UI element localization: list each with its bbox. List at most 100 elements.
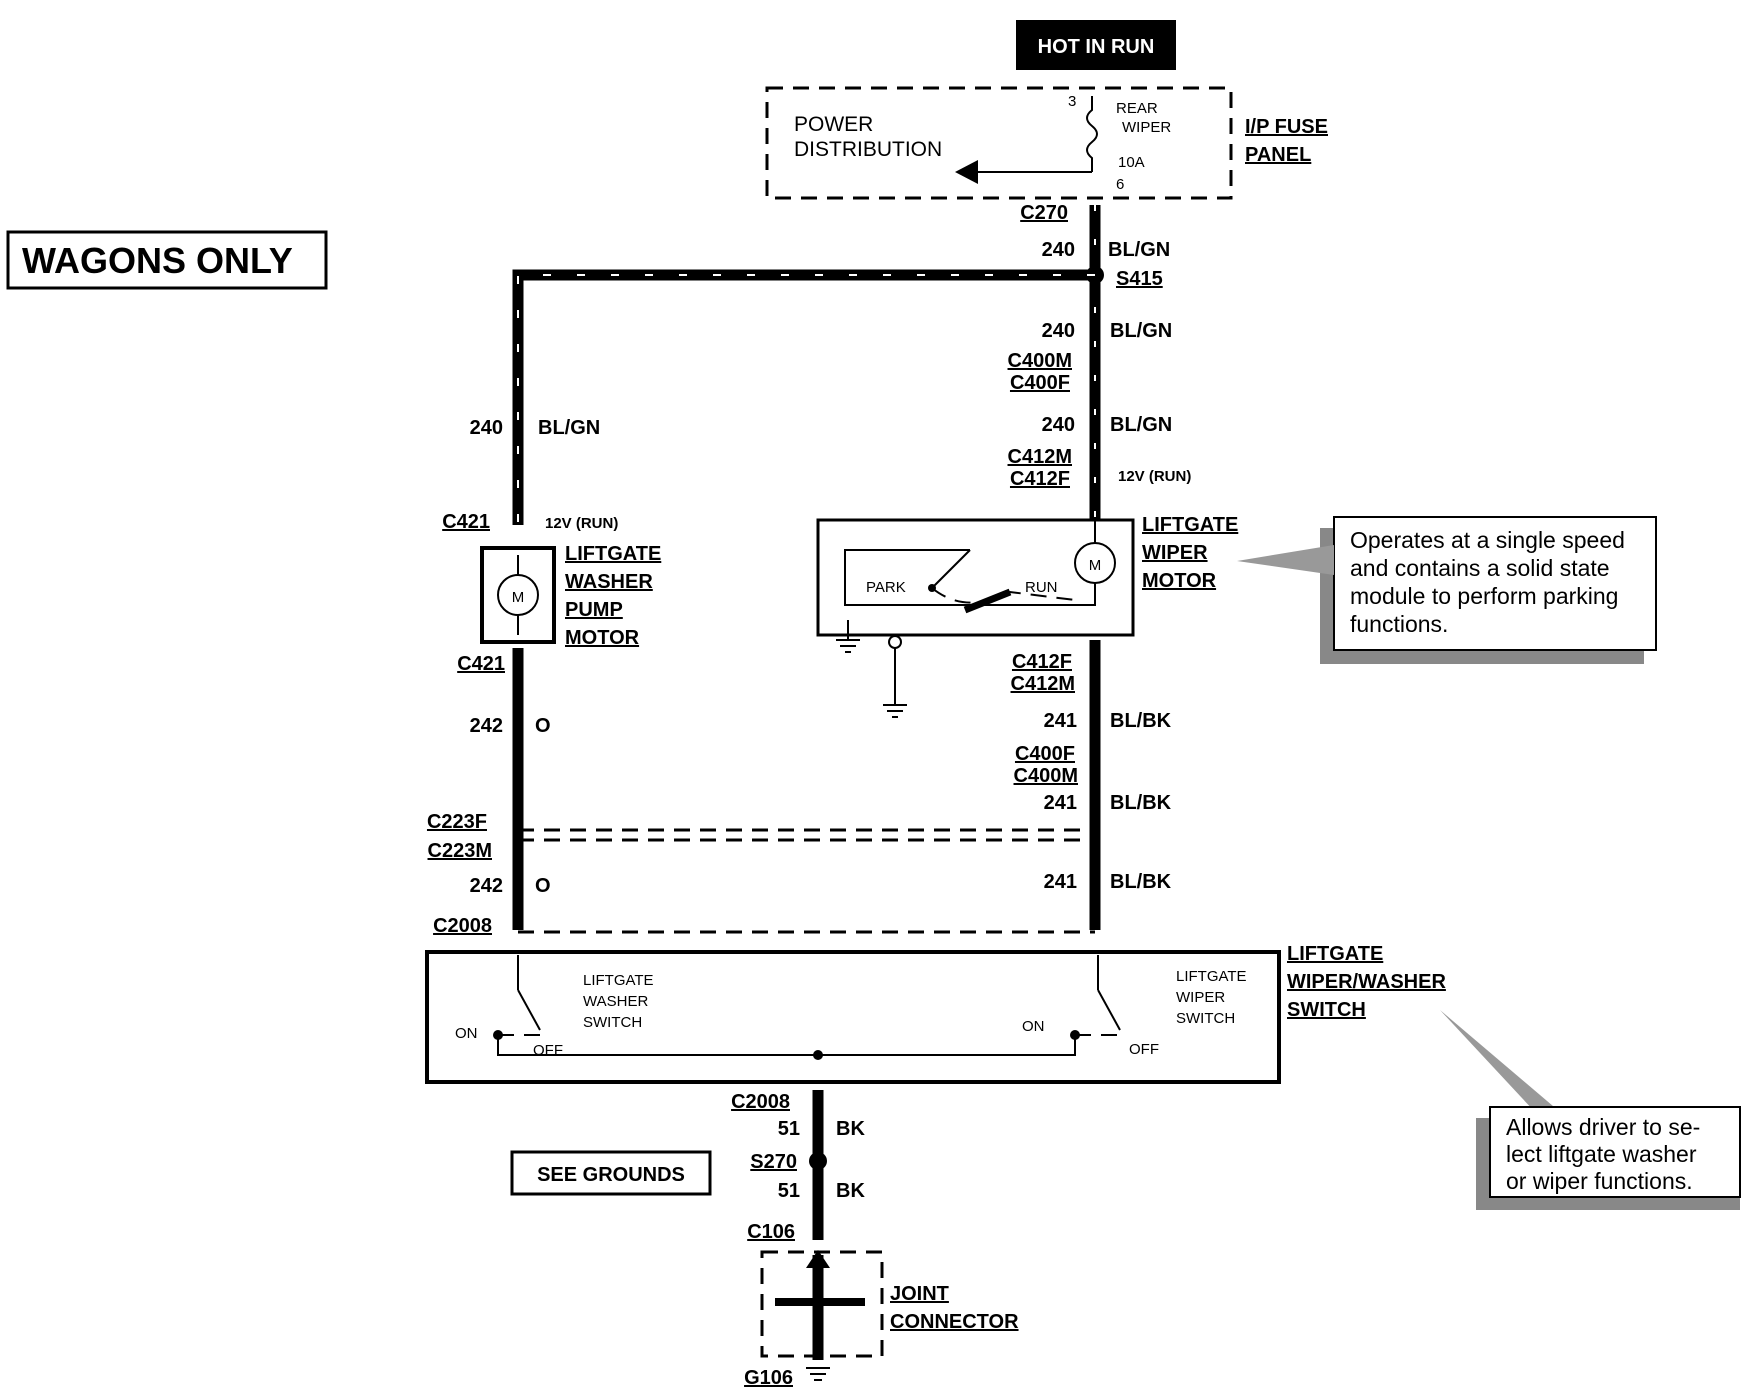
wire-241-2-number: 241 — [1044, 792, 1077, 814]
wiper-switch-off: OFF — [1129, 1041, 1159, 1058]
wiper-park-label: PARK — [866, 579, 906, 596]
wiper-switch-on: ON — [1022, 1018, 1045, 1035]
connector-c400m: C400M — [1008, 350, 1072, 372]
wiper-switch-label-1: LIFTGATE — [1176, 968, 1247, 985]
power-distribution-label-1: POWER — [794, 113, 873, 136]
splice-s270 — [809, 1152, 827, 1170]
fuse-symbol — [1086, 96, 1098, 172]
joint-connector-arrow — [806, 1250, 830, 1268]
wiper-washer-switch-box — [425, 950, 1281, 1084]
washer-motor-title-4: MOTOR — [565, 627, 640, 649]
wire-51-2-number: 51 — [778, 1180, 800, 1202]
wiper-run-label: RUN — [1025, 579, 1058, 596]
switch-common-bus — [497, 1035, 1076, 1056]
wire-240-2-color: BL/GN — [1110, 320, 1172, 342]
power-distribution-arrow — [955, 160, 978, 184]
switch-note-box — [1489, 1106, 1741, 1198]
wire-240-left-color: BL/GN — [538, 417, 600, 439]
wire-241-1-number: 241 — [1044, 710, 1077, 732]
wiper-note-line-4: functions. — [1350, 611, 1448, 637]
connector-c2008-bottom: C2008 — [731, 1091, 790, 1113]
switch-note-line-3: or wiper functions. — [1506, 1168, 1693, 1194]
connector-c2008-top: C2008 — [433, 915, 492, 937]
washer-switch-on: ON — [455, 1025, 478, 1042]
washer-switch-label-1: LIFTGATE — [583, 972, 654, 989]
connector-c223f: C223F — [427, 811, 487, 833]
switch-note-line-1: Allows driver to se- — [1506, 1114, 1700, 1140]
switch-title-1: LIFTGATE — [1287, 943, 1383, 965]
wiper-case-ground-point — [888, 635, 902, 649]
ground-g106-label: G106 — [744, 1367, 793, 1389]
wire-242-2-number: 242 — [470, 875, 503, 897]
wagons-only-box — [6, 230, 328, 290]
connector-c223m: C223M — [428, 840, 492, 862]
wire-240-3-color: BL/GN — [1110, 414, 1172, 436]
see-grounds-label[interactable]: SEE GROUNDS — [537, 1164, 685, 1186]
wiper-note-line-1: Operates at a single speed — [1350, 527, 1625, 553]
washer-switch-label-2: WASHER — [583, 993, 648, 1010]
fuse-panel-box — [765, 86, 1233, 200]
wiper-motor-title-1: LIFTGATE — [1142, 514, 1238, 536]
wiper-motor-park-circuit — [844, 549, 1096, 606]
joint-connector-title-2: CONNECTOR — [890, 1311, 1019, 1333]
wire-242-1-color: O — [535, 715, 551, 737]
wiper-note-box — [1333, 516, 1657, 651]
switch-note-line-2: lect liftgate washer — [1506, 1141, 1697, 1167]
run-12v-right: 12V (RUN) — [1118, 468, 1191, 485]
connector-c270: C270 — [1020, 202, 1068, 224]
splice-s415-label: S415 — [1116, 268, 1163, 290]
wiper-motor-box — [816, 518, 1135, 637]
wire-241-1-color: BL/BK — [1110, 710, 1172, 732]
wiper-note-line-3: module to perform parking — [1350, 583, 1618, 609]
wire-241-3-number: 241 — [1044, 871, 1077, 893]
fuse-panel-title-2: PANEL — [1245, 144, 1311, 166]
wiper-run-contact — [963, 588, 1012, 614]
wiper-motor-m: M — [1089, 557, 1102, 574]
wire-240-left-branch — [512, 269, 1095, 525]
washer-motor-m: M — [512, 589, 525, 606]
wire-51-1-number: 51 — [778, 1118, 800, 1140]
washer-switch-off: OFF — [533, 1042, 563, 1059]
hot-in-run-badge — [1016, 20, 1176, 70]
splice-s270-label: S270 — [750, 1151, 797, 1173]
connector-c412m-b: C412M — [1011, 673, 1075, 695]
switch-title-2: WIPER/WASHER — [1287, 971, 1446, 993]
power-distribution-label-2: DISTRIBUTION — [794, 138, 942, 161]
connector-c400m-b: C400M — [1014, 765, 1078, 787]
run-12v-left: 12V (RUN) — [545, 515, 618, 532]
hot-in-run-label: HOT IN RUN — [1038, 36, 1155, 58]
fuse-pin-bottom: 6 — [1116, 176, 1124, 193]
wire-51-2-color: BK — [836, 1180, 865, 1202]
connector-c106: C106 — [747, 1221, 795, 1243]
wire-240-1-number: 240 — [1042, 239, 1075, 261]
connector-c421-bottom: C421 — [457, 653, 505, 675]
connector-c412f: C412F — [1010, 468, 1070, 490]
wiper-switch-label-2: WIPER — [1176, 989, 1225, 1006]
wire-240-left-number: 240 — [470, 417, 503, 439]
fuse-pin-top: 3 — [1068, 93, 1076, 110]
wire-242-1-number: 242 — [470, 715, 503, 737]
fuse-rating: 10A — [1118, 154, 1145, 171]
wiper-note-pointer — [1237, 545, 1334, 575]
switch-note-pointer — [1440, 1010, 1560, 1112]
washer-switch-blade — [517, 989, 541, 1031]
connector-c412m: C412M — [1008, 446, 1072, 468]
washer-motor-title-2: WASHER — [565, 571, 653, 593]
washer-motor-title-1: LIFTGATE — [565, 543, 661, 565]
washer-motor-title-3: PUMP — [565, 599, 623, 621]
connector-c412f-b: C412F — [1012, 651, 1072, 673]
wire-51-1-color: BK — [836, 1118, 865, 1140]
wire-240-left-stripe — [517, 274, 1095, 525]
fuse-panel-title-1: I/P FUSE — [1245, 116, 1328, 138]
wiper-switch-blade — [1097, 989, 1121, 1031]
connector-c400f: C400F — [1010, 372, 1070, 394]
wiper-switch-label-3: SWITCH — [1176, 1010, 1235, 1027]
connector-c421-top: C421 — [442, 511, 490, 533]
joint-connector-title-1: JOINT — [890, 1283, 949, 1305]
see-grounds-box[interactable] — [510, 1150, 712, 1196]
wire-241-2-color: BL/BK — [1110, 792, 1172, 814]
wiper-note-line-2: and contains a solid state — [1350, 555, 1610, 581]
fuse-name-2: WIPER — [1122, 119, 1171, 136]
wiper-park-contact — [931, 549, 971, 589]
